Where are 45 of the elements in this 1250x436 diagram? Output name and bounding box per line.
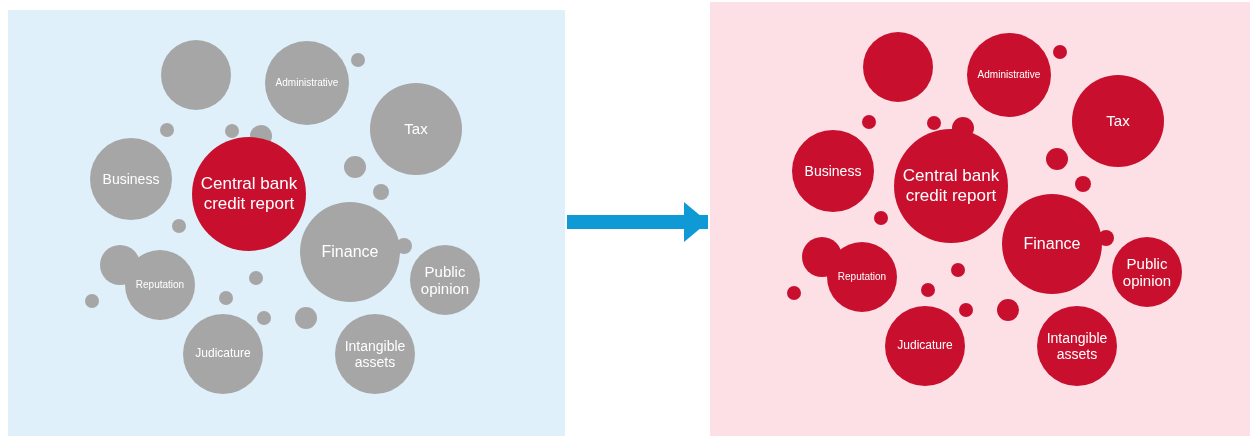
bubble: [921, 283, 935, 297]
bubble-label: Administrative: [275, 77, 339, 89]
bubble-label: Public opinion: [419, 262, 471, 298]
bubble-label: Intangible assets: [1045, 329, 1109, 363]
bubble: [160, 123, 174, 137]
bubble-label: Tax: [404, 120, 428, 138]
bubble: [249, 271, 263, 285]
bubble-label: Reputation: [837, 271, 887, 283]
bubble-label: Public opinion: [1121, 254, 1173, 290]
bubble: [172, 219, 186, 233]
bubble: [951, 263, 965, 277]
bubble: [225, 124, 239, 138]
bubble-label: Finance: [1023, 234, 1081, 254]
bubble: [1098, 230, 1114, 246]
arrow: [567, 202, 708, 242]
bubble-label: Reputation: [135, 279, 185, 291]
bubble: [959, 303, 973, 317]
bubble-label: Judicature: [897, 339, 953, 353]
bubble: [787, 286, 801, 300]
bubble: [1046, 148, 1068, 170]
bubble: [351, 53, 365, 67]
bubble: [997, 299, 1019, 321]
bubble-label: Judicature: [195, 347, 251, 361]
bubble: [927, 116, 941, 130]
bubble-label: Central bank credit report: [199, 174, 299, 214]
panel: [8, 10, 565, 436]
bubble: [862, 115, 876, 129]
bubble-label: Business: [804, 162, 862, 180]
bubble: [373, 184, 389, 200]
bubble-label: Intangible assets: [343, 337, 407, 371]
bubble: [85, 294, 99, 308]
bubble-label: Central bank credit report: [901, 166, 1001, 206]
panel: [710, 2, 1250, 436]
bubble-label: Tax: [1106, 112, 1130, 130]
bubble: [1053, 45, 1067, 59]
bubble-label: Business: [102, 170, 160, 188]
bubble-label: Finance: [321, 242, 379, 262]
bubble-label: Administrative: [977, 69, 1041, 81]
bubble: [219, 291, 233, 305]
bubble: [344, 156, 366, 178]
bubble: [396, 238, 412, 254]
bubble: [874, 211, 888, 225]
bubble: [1075, 176, 1091, 192]
bubble: [257, 311, 271, 325]
bubble: [295, 307, 317, 329]
